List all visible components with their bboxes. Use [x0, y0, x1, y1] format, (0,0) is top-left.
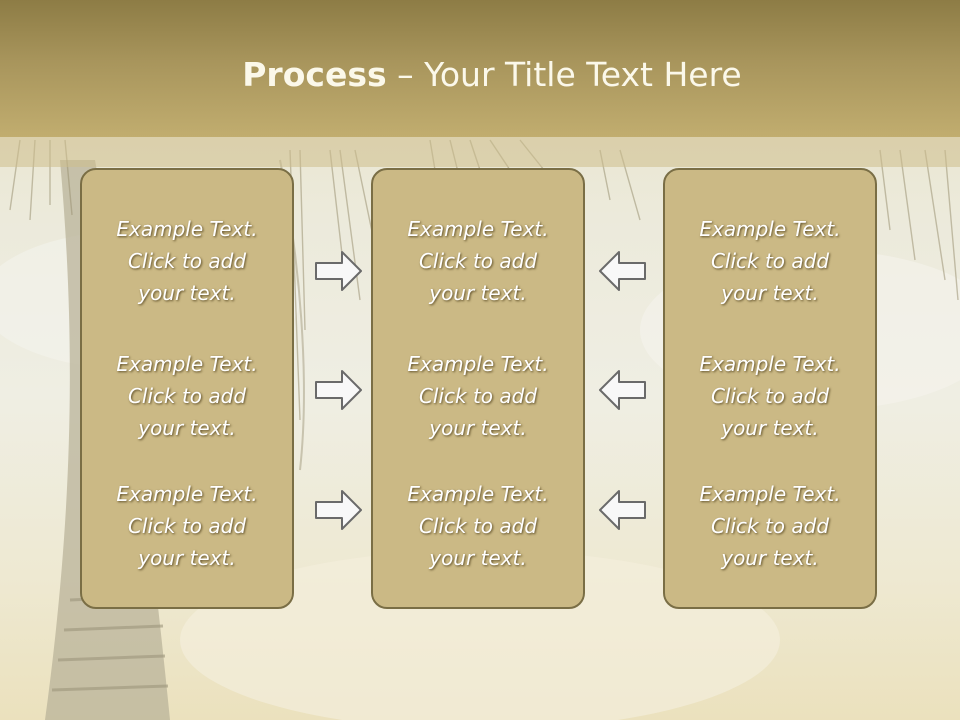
title-strip — [0, 137, 960, 167]
title-rest: – Your Title Text Here — [386, 55, 742, 94]
text-line: your text. — [138, 281, 236, 305]
text-item[interactable]: Example Text. Click to add your text. — [665, 213, 875, 309]
text-line: your text. — [721, 281, 819, 305]
arrow-right-icon — [315, 370, 362, 410]
text-item[interactable]: Example Text. Click to add your text. — [82, 478, 292, 574]
text-line: Click to add — [710, 514, 830, 538]
process-box-left[interactable]: Example Text. Click to add your text. Ex… — [80, 168, 294, 609]
text-line: Click to add — [710, 249, 830, 273]
text-line: your text. — [429, 281, 527, 305]
text-line: Click to add — [418, 384, 538, 408]
process-box-right[interactable]: Example Text. Click to add your text. Ex… — [663, 168, 877, 609]
text-item[interactable]: Example Text. Click to add your text. — [82, 348, 292, 444]
text-line: Example Text. — [116, 352, 258, 376]
text-item[interactable]: Example Text. Click to add your text. — [665, 348, 875, 444]
text-line: Click to add — [710, 384, 830, 408]
slide-title[interactable]: Process – Your Title Text Here — [0, 52, 960, 98]
arrow-left-icon — [599, 370, 646, 410]
arrow-left-icon — [599, 490, 646, 530]
title-bar — [0, 0, 960, 137]
arrow-right-icon — [315, 251, 362, 291]
text-line: Example Text. — [699, 482, 841, 506]
text-line: your text. — [138, 416, 236, 440]
text-line: your text. — [138, 546, 236, 570]
title-bold: Process — [242, 55, 387, 94]
text-line: Example Text. — [116, 482, 258, 506]
text-line: Example Text. — [699, 217, 841, 241]
text-line: your text. — [721, 546, 819, 570]
arrow-right-icon — [315, 490, 362, 530]
text-line: your text. — [429, 546, 527, 570]
text-line: your text. — [721, 416, 819, 440]
text-item[interactable]: Example Text. Click to add your text. — [82, 213, 292, 309]
text-line: Click to add — [418, 514, 538, 538]
text-line: Click to add — [127, 514, 247, 538]
process-box-middle[interactable]: Example Text. Click to add your text. Ex… — [371, 168, 585, 609]
text-line: Click to add — [418, 249, 538, 273]
text-item[interactable]: Example Text. Click to add your text. — [665, 478, 875, 574]
text-line: Example Text. — [407, 352, 549, 376]
arrow-left-icon — [599, 251, 646, 291]
text-line: Example Text. — [407, 482, 549, 506]
text-line: Click to add — [127, 249, 247, 273]
text-line: Example Text. — [407, 217, 549, 241]
text-item[interactable]: Example Text. Click to add your text. — [373, 348, 583, 444]
text-line: Click to add — [127, 384, 247, 408]
text-line: your text. — [429, 416, 527, 440]
text-line: Example Text. — [116, 217, 258, 241]
text-line: Example Text. — [699, 352, 841, 376]
text-item[interactable]: Example Text. Click to add your text. — [373, 478, 583, 574]
text-item[interactable]: Example Text. Click to add your text. — [373, 213, 583, 309]
